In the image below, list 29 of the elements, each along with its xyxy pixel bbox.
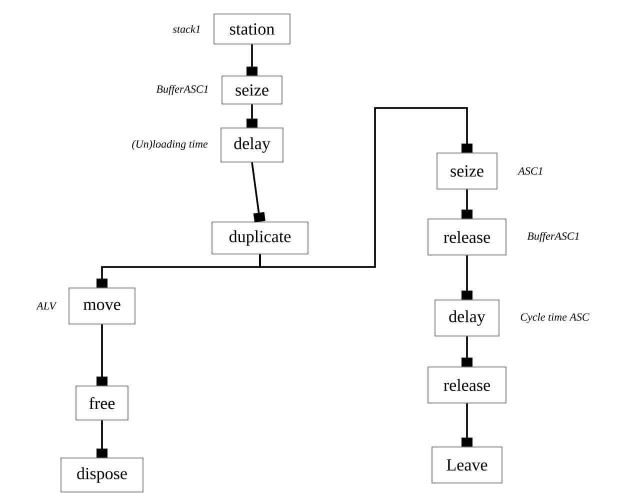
connector bbox=[246, 104, 258, 128]
process-box: release bbox=[428, 218, 506, 256]
side-label: (Un)loading time bbox=[132, 140, 208, 150]
side-label: stack1 bbox=[172, 25, 200, 33]
process-box: delay bbox=[434, 300, 500, 336]
connector bbox=[462, 403, 472, 447]
side-label: ALV bbox=[36, 302, 57, 310]
connector bbox=[462, 189, 472, 219]
side-label: Cycle time ASC bbox=[520, 313, 590, 323]
connector bbox=[251, 162, 266, 222]
side-label: BufferASC1 bbox=[527, 232, 579, 242]
connector bbox=[259, 107, 472, 268]
connector bbox=[462, 255, 472, 300]
connector bbox=[246, 44, 258, 76]
connector bbox=[96, 420, 108, 458]
side-label: ASC1 bbox=[518, 167, 542, 175]
process-box: delay bbox=[220, 128, 284, 162]
side-label: BufferASC1 bbox=[156, 84, 208, 96]
process-box: dispose bbox=[60, 458, 144, 492]
process-box: seize bbox=[436, 152, 498, 190]
process-box: Leave bbox=[432, 446, 502, 484]
connector bbox=[96, 324, 108, 386]
process-box: seize bbox=[222, 76, 282, 104]
process-box: free bbox=[76, 386, 128, 420]
process-box: move bbox=[68, 288, 136, 324]
process-box: release bbox=[428, 366, 506, 404]
connector bbox=[462, 336, 472, 367]
process-box: duplicate bbox=[212, 222, 308, 254]
process-box: station bbox=[214, 14, 290, 44]
